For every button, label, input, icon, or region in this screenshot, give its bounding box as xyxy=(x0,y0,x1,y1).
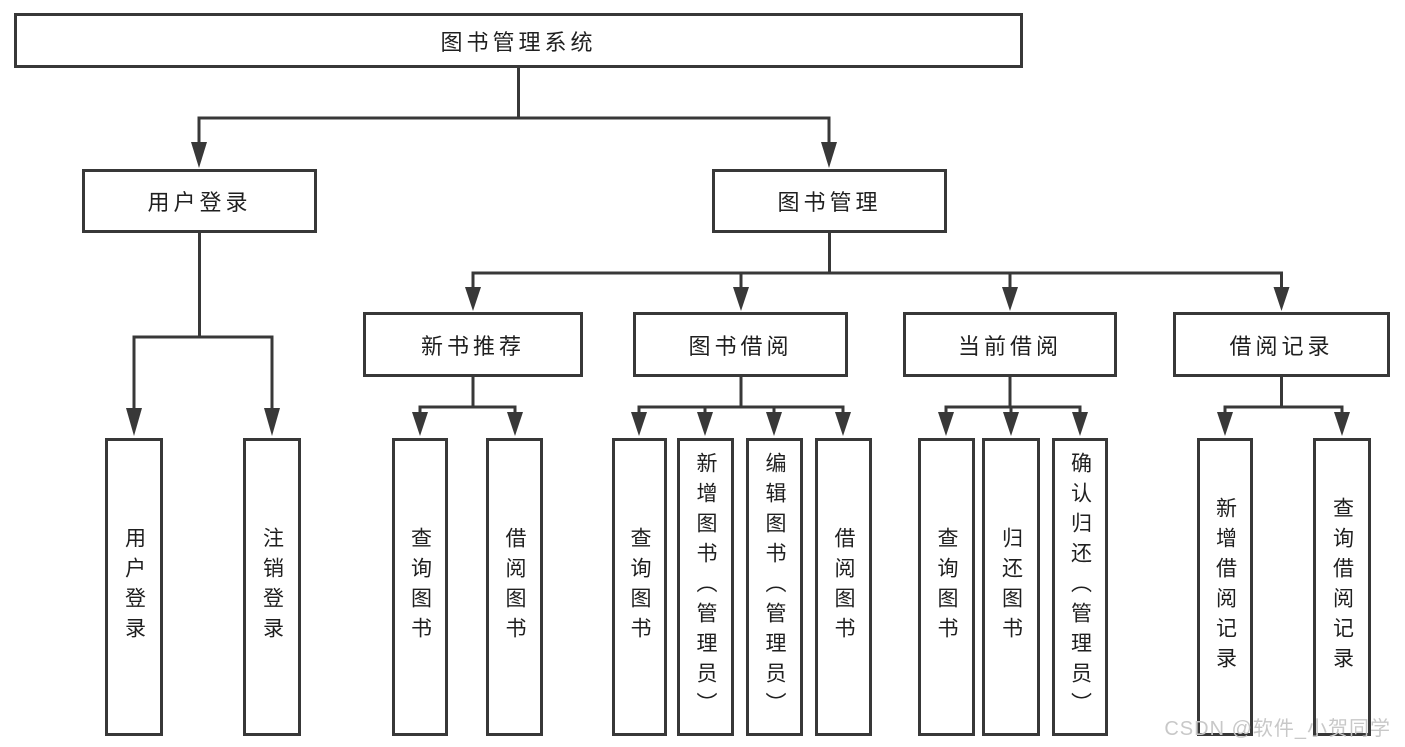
node-cb-confirm-return-admin: 确认归还（管理员） xyxy=(1052,438,1108,736)
node-nbr-query-books: 查询图书 xyxy=(392,438,448,736)
node-bb-edit-books-admin: 编辑图书（管理员） xyxy=(746,438,803,736)
connector-root-to-level2 xyxy=(191,67,837,168)
arrow-down-icon xyxy=(938,412,954,436)
arrow-down-icon xyxy=(835,412,851,436)
connector-line xyxy=(197,67,831,144)
arrow-down-icon xyxy=(1217,412,1233,436)
arrow-down-icon xyxy=(507,412,523,436)
node-label: 新增图书（管理员） xyxy=(694,452,717,722)
node-bb-add-books-admin: 新增图书（管理员） xyxy=(677,438,734,736)
node-label: 图书管理系统 xyxy=(440,29,597,55)
arrow-down-icon xyxy=(1273,287,1290,311)
connector-line xyxy=(1223,377,1344,414)
node-label: 借阅图书 xyxy=(832,527,855,647)
node-label: 借阅记录 xyxy=(1229,333,1334,359)
node-label: 查询图书 xyxy=(628,527,651,647)
node-label: 编辑图书（管理员） xyxy=(763,452,786,722)
connector-userlogin-to-leaves xyxy=(126,233,280,436)
node-book-borrowing: 图书借阅 xyxy=(633,312,848,377)
connector-currentborrow-to-leaves xyxy=(938,377,1088,436)
node-current-borrowing: 当前借阅 xyxy=(903,312,1117,377)
node-user-login: 用户登录 xyxy=(82,169,317,233)
node-label: 当前借阅 xyxy=(957,333,1062,359)
node-label: 查询图书 xyxy=(935,527,958,647)
arrow-down-icon xyxy=(766,412,782,436)
node-nbr-borrow-books: 借阅图书 xyxy=(486,438,543,736)
node-label: 图书管理 xyxy=(777,190,882,215)
connector-line xyxy=(637,377,845,414)
arrow-down-icon xyxy=(733,287,749,311)
arrow-down-icon xyxy=(264,408,280,436)
node-cb-query-books: 查询图书 xyxy=(918,438,975,736)
node-label: 查询图书 xyxy=(408,527,432,647)
node-bb-query-books: 查询图书 xyxy=(612,438,667,736)
arrow-down-icon xyxy=(1003,412,1019,436)
arrow-down-icon xyxy=(465,287,481,311)
node-label: 归还图书 xyxy=(999,527,1023,647)
node-label: 用户登录 xyxy=(147,190,252,215)
node-label: 图书借阅 xyxy=(688,333,793,359)
node-label: 新书推荐 xyxy=(420,333,525,359)
node-label: 借阅图书 xyxy=(503,527,526,647)
arrow-down-icon xyxy=(631,412,647,436)
connector-line xyxy=(418,377,517,414)
node-library-management-system: 图书管理系统 xyxy=(14,13,1023,68)
watermark: CSDN @软件_小贺同学 xyxy=(1164,718,1391,740)
connector-line xyxy=(471,233,1283,289)
node-label: 用户登录 xyxy=(122,527,146,647)
arrow-down-icon xyxy=(126,408,142,436)
arrow-down-icon xyxy=(191,142,207,168)
node-br-add-record: 新增借阅记录 xyxy=(1197,438,1253,736)
connector-bookmgmt-to-level3 xyxy=(465,233,1290,311)
arrow-down-icon xyxy=(412,412,428,436)
node-label: 新增借阅记录 xyxy=(1213,497,1237,677)
connector-line xyxy=(132,233,274,411)
node-label: 查询借阅记录 xyxy=(1330,497,1354,677)
arrow-down-icon xyxy=(821,142,837,168)
node-book-management: 图书管理 xyxy=(712,169,947,233)
connector-record-to-leaves xyxy=(1217,377,1350,436)
node-logout-action: 注销登录 xyxy=(243,438,301,736)
connector-line xyxy=(944,377,1082,414)
node-br-query-record: 查询借阅记录 xyxy=(1313,438,1371,736)
node-new-book-recommendation: 新书推荐 xyxy=(363,312,583,377)
node-user-login-action: 用户登录 xyxy=(105,438,163,736)
arrow-down-icon xyxy=(697,412,713,436)
node-borrowing-records: 借阅记录 xyxy=(1173,312,1390,377)
connector-newbook-to-leaves xyxy=(412,377,523,436)
node-cb-return-books: 归还图书 xyxy=(982,438,1040,736)
node-bb-borrow-books: 借阅图书 xyxy=(815,438,872,736)
arrow-down-icon xyxy=(1334,412,1350,436)
arrow-down-icon xyxy=(1002,287,1018,311)
connector-bookborrow-to-leaves xyxy=(631,377,851,436)
node-label: 确认归还（管理员） xyxy=(1068,452,1092,722)
node-label: 注销登录 xyxy=(260,527,284,647)
arrow-down-icon xyxy=(1072,412,1088,436)
